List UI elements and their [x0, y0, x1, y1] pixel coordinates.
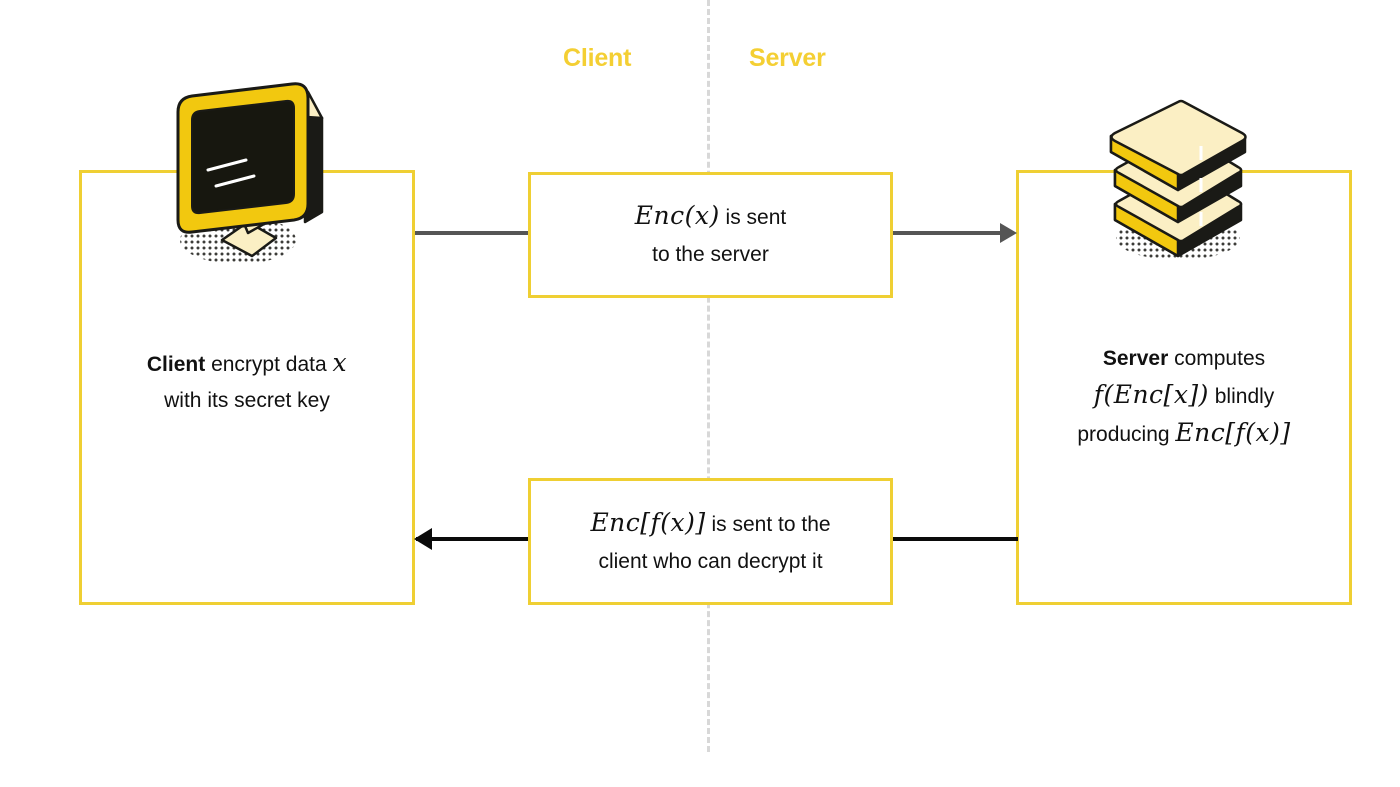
client-panel-text: Client encrypt data x with its secret ke… — [82, 345, 412, 419]
server-panel-text: Server computes f(Enc[x]) blindly produc… — [1019, 341, 1349, 453]
message-box-bottom: Enc[f(x)] is sent to the client who can … — [528, 478, 893, 605]
message-bottom-line-1: Enc[f(x)] is sent to the — [590, 504, 830, 543]
message-top-line-2: to the server — [652, 243, 769, 266]
arrow-message-top-to-server — [891, 231, 1013, 235]
message-box-bottom-text: Enc[f(x)] is sent to the client who can … — [590, 504, 830, 580]
server-line2-rest: blindly — [1208, 385, 1275, 408]
arrow-client-to-message-top — [415, 231, 531, 235]
client-panel-line-2: with its secret key — [164, 389, 330, 412]
arrow-message-bottom-to-client — [416, 537, 531, 541]
message-bottom-math: Enc[f(x)] — [590, 507, 706, 537]
client-panel: Client encrypt data x with its secret ke… — [79, 170, 415, 605]
client-panel-line-1: Client encrypt data x — [82, 345, 412, 383]
server-panel-line-3: producing Enc[f(x)] — [1019, 415, 1349, 453]
desktop-monitor-icon — [160, 72, 350, 267]
server-formula-result: Enc[f(x)] — [1175, 418, 1291, 447]
message-bottom-line-2: client who can decrypt it — [598, 549, 823, 573]
server-line3-rest: producing — [1077, 423, 1176, 446]
column-heading-client: Client — [563, 44, 632, 72]
message-bottom-line1-rest: is sent to the — [705, 512, 831, 536]
message-box-top: Enc(x) is sent to the server — [528, 172, 893, 298]
desktop-monitor-svg — [176, 82, 324, 264]
arrow-server-to-message-bottom — [891, 537, 1018, 541]
client-variable-x: x — [332, 348, 348, 377]
server-panel-line-1: Server computes — [1019, 341, 1349, 377]
server-formula-compute: f(Enc[x]) — [1093, 380, 1209, 409]
server-panel-line-2: f(Enc[x]) blindly — [1019, 377, 1349, 415]
server-panel: Server computes f(Enc[x]) blindly produc… — [1016, 170, 1352, 605]
client-server-divider — [707, 0, 710, 752]
message-top-line-1: Enc(x) is sent — [635, 197, 787, 236]
server-line1-rest: computes — [1168, 347, 1266, 370]
server-stack-svg — [1109, 99, 1247, 260]
message-top-line1-rest: is sent — [719, 206, 787, 229]
client-line1-rest: encrypt data — [205, 353, 333, 376]
client-label: Client — [146, 353, 206, 376]
message-box-top-text: Enc(x) is sent to the server — [635, 197, 787, 273]
message-top-math: Enc(x) — [634, 201, 720, 230]
column-heading-server: Server — [749, 44, 826, 72]
arrowhead-right-icon — [1000, 223, 1017, 243]
server-stack-icon — [1083, 98, 1273, 263]
arrowhead-left-icon — [414, 528, 432, 550]
server-label: Server — [1102, 347, 1169, 370]
